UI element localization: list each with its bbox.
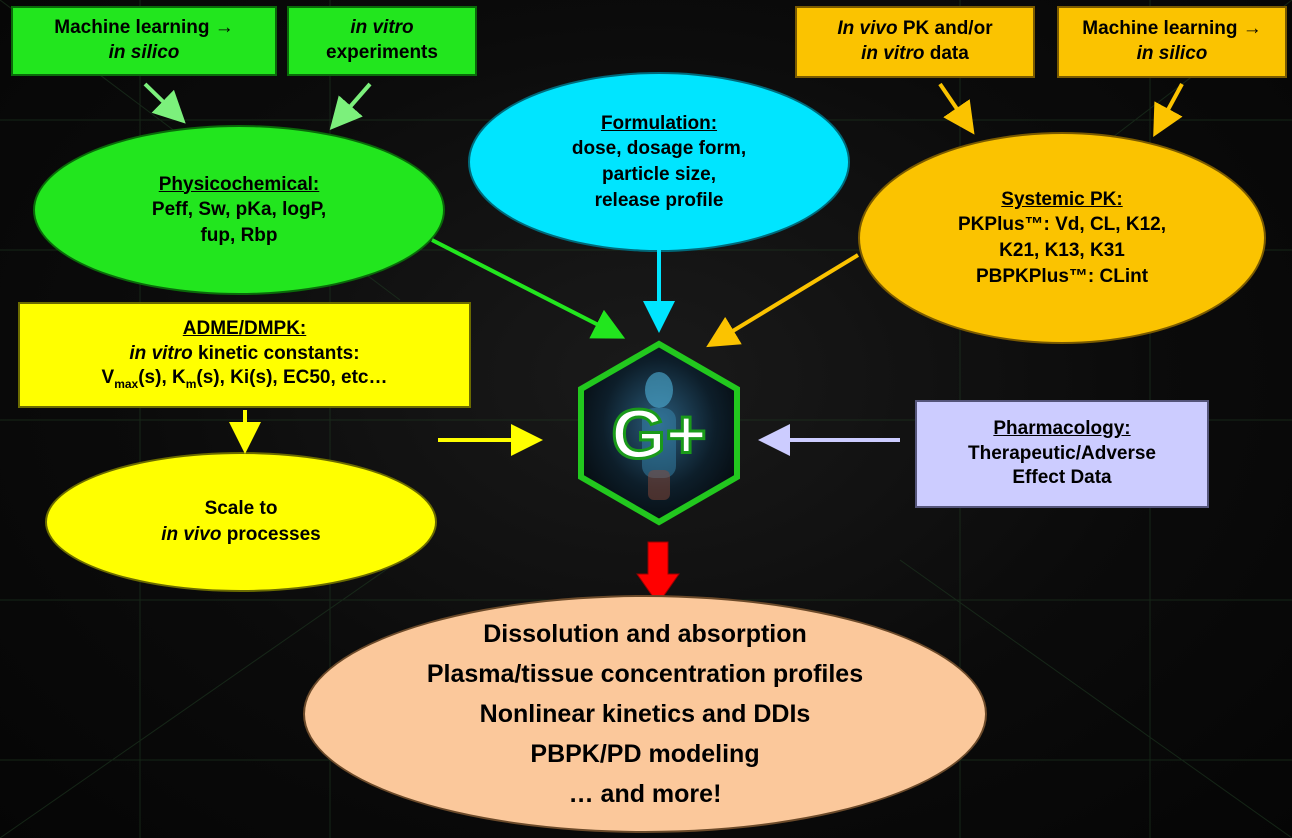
adme-line1-rest: kinetic constants: bbox=[192, 342, 360, 364]
arrow-physchem-to-gplus bbox=[431, 238, 626, 339]
physicochemical-oval: Physicochemical: Peff, Sw, pKa, logP, fu… bbox=[33, 125, 445, 295]
scale-line1: Scale to bbox=[204, 498, 278, 520]
in-vivo-pk-line2-italic: in vitro bbox=[861, 43, 925, 64]
in-vitro-experiments-box: in vitro experiments bbox=[287, 6, 477, 76]
physicochemical-line2: fup, Rbp bbox=[200, 224, 278, 246]
adme-title: ADME/DMPK: bbox=[182, 318, 307, 340]
systemic-pk-oval: Systemic PK: PKPlus™: Vd, CL, K12, K21, … bbox=[858, 132, 1266, 344]
arrow-systemic-to-gplus bbox=[706, 253, 860, 348]
ml-in-silico-left-box: Machine learning → in silico bbox=[11, 6, 277, 76]
ml-in-silico-right-box: Machine learning → in silico bbox=[1057, 6, 1287, 78]
pharmacology-line1: Therapeutic/Adverse bbox=[968, 442, 1156, 464]
arrow-invitro-to-physchem bbox=[329, 82, 372, 131]
formulation-line3: release profile bbox=[594, 189, 724, 211]
gastroplus-logo: G+ bbox=[578, 340, 740, 526]
scale-line2-italic: in vivo bbox=[161, 524, 222, 545]
logo-text: G+ bbox=[611, 395, 706, 473]
arrow-ml-right-to-systemic bbox=[1153, 83, 1184, 138]
in-vitro-exp-line1: in vitro bbox=[350, 17, 414, 39]
scale-to-in-vivo-oval: Scale to in vivo processes bbox=[45, 452, 437, 592]
outcome-item: Dissolution and absorption bbox=[483, 620, 807, 648]
formulation-title: Formulation: bbox=[600, 112, 718, 134]
systemic-pk-line2: K21, K13, K31 bbox=[999, 240, 1125, 261]
physicochemical-title: Physicochemical: bbox=[158, 173, 320, 195]
systemic-pk-line1: PKPlus™: Vd, CL, K12, bbox=[958, 214, 1166, 236]
scale-line2-rest: processes bbox=[221, 524, 321, 545]
formulation-line1: dose, dosage form, bbox=[571, 138, 747, 160]
adme-dmpk-box: ADME/DMPK: in vitro kinetic constants: V… bbox=[18, 302, 471, 408]
arrow-invivo-to-systemic bbox=[938, 82, 975, 135]
ml-left-line1: Machine learning → bbox=[54, 17, 234, 39]
pharmacology-box: Pharmacology: Therapeutic/Adverse Effect… bbox=[915, 400, 1209, 508]
outcome-item: PBPK/PD modeling bbox=[530, 740, 760, 768]
in-vivo-pk-line1-rest: PK and/or bbox=[897, 18, 993, 40]
outcome-item: Plasma/tissue concentration profiles bbox=[426, 660, 864, 688]
outcome-item: Nonlinear kinetics and DDIs bbox=[479, 700, 811, 728]
outcome-item: … and more! bbox=[568, 780, 722, 808]
pharmacology-line2: Effect Data bbox=[1012, 467, 1112, 489]
ml-right-line2: in silico bbox=[1136, 43, 1208, 64]
systemic-pk-line3: PBPKPlus™: CLint bbox=[975, 265, 1149, 287]
outcomes-oval: Dissolution and absorption Plasma/tissue… bbox=[303, 595, 987, 833]
in-vivo-pk-line2-rest: data bbox=[924, 43, 969, 64]
ml-left-line2: in silico bbox=[108, 42, 180, 63]
in-vivo-pk-box: In vivo PK and/or in vitro data bbox=[795, 6, 1035, 78]
ml-right-line1: Machine learning → bbox=[1082, 18, 1262, 40]
arrow-ml-left-to-physchem bbox=[143, 82, 186, 124]
adme-line2: Vmax(s), Km(s), Ki(s), EC50, etc… bbox=[101, 367, 388, 392]
physicochemical-line1: Peff, Sw, pKa, logP, bbox=[151, 199, 327, 221]
in-vivo-pk-line1-italic: In vivo bbox=[837, 18, 898, 40]
systemic-pk-title: Systemic PK: bbox=[1001, 188, 1123, 210]
red-down-arrow bbox=[636, 541, 680, 605]
adme-line1-italic: in vitro bbox=[129, 342, 193, 364]
formulation-line2: particle size, bbox=[601, 164, 717, 185]
pharmacology-title: Pharmacology: bbox=[993, 417, 1131, 439]
in-vitro-exp-line2: experiments bbox=[326, 42, 438, 63]
